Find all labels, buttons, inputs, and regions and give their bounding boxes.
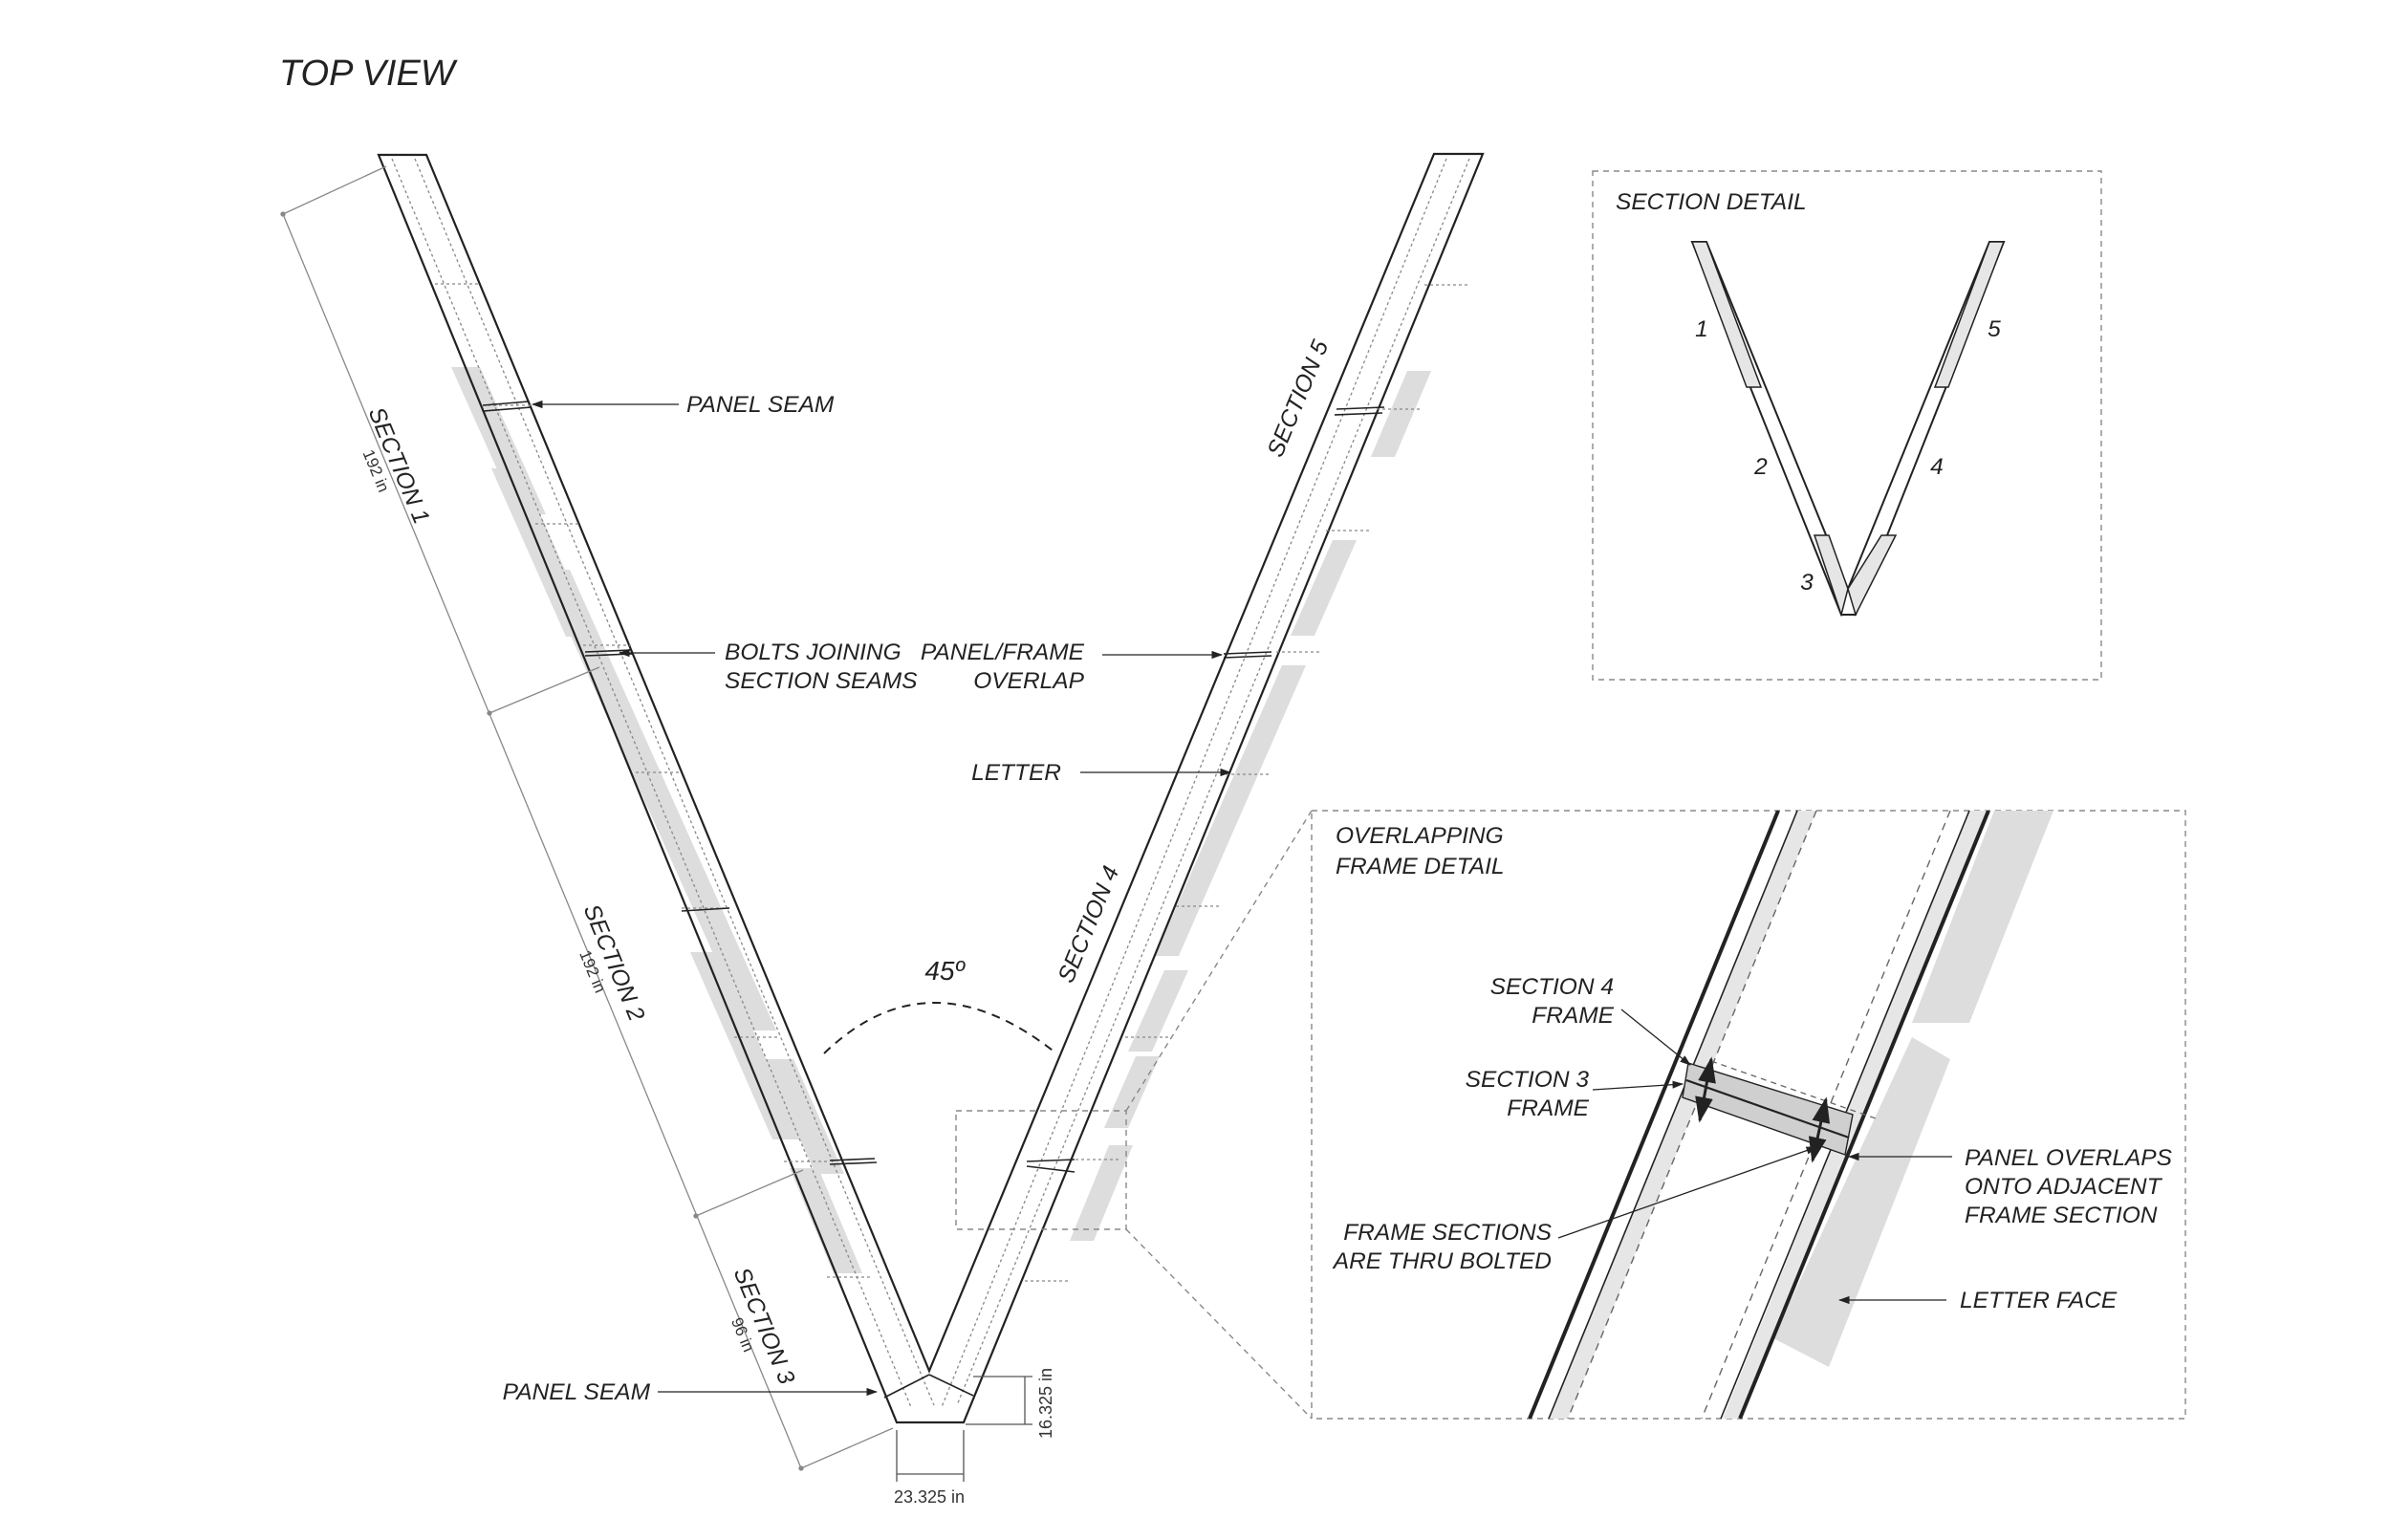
frame-inner-lines — [391, 158, 1470, 1408]
section-detail-fills — [1690, 241, 2006, 618]
detail-num-4: 4 — [1930, 454, 1944, 480]
section-detail-title: SECTION DETAIL — [1616, 189, 1807, 215]
frame-detail-overlap-2: ONTO ADJACENT — [1965, 1174, 2163, 1200]
section-5-label-group: SECTION 5 — [1263, 336, 1335, 461]
callout-bolts-line2: SECTION SEAMS — [725, 668, 918, 694]
depth-dim-label: 16.325 in — [1036, 1368, 1055, 1439]
frame-detail-leader-sec4 — [1620, 1009, 1691, 1066]
section-detail-panel: SECTION DETAIL 1 2 3 4 5 — [1592, 170, 2102, 681]
section-detail-border — [1592, 170, 2102, 681]
section-1-label-group: SECTION 1 192 in — [359, 403, 435, 528]
callout-bolts-line1: BOLTS JOINING — [725, 640, 902, 665]
frame-detail-letter-face: LETTER FACE — [1960, 1288, 2118, 1313]
frame-detail-bolted-1: FRAME SECTIONS — [1343, 1220, 1552, 1246]
panel-seams-left — [482, 401, 930, 1399]
frame-detail-title-2: FRAME DETAIL — [1336, 854, 1505, 879]
section-3-label-group: SECTION 3 96 in — [728, 1264, 799, 1388]
callout-letter: LETTER — [971, 760, 1061, 786]
main-v-drawing: SECTION 1 192 in SECTION 2 192 in SECTIO… — [280, 152, 1485, 1507]
frame-detail-panel: OVERLAPPING FRAME DETAIL SECTION 4 FRAME… — [1311, 810, 2186, 1420]
frame-detail-border — [1311, 810, 2186, 1420]
panel-seams-right — [928, 406, 1385, 1397]
dimension-lines-left — [280, 165, 894, 1471]
frame-detail-overlap-3: FRAME SECTION — [1965, 1203, 2158, 1228]
detail-num-3: 3 — [1800, 570, 1814, 596]
page-title: TOP VIEW — [279, 54, 458, 94]
frame-detail-sec4-2: FRAME — [1532, 1003, 1614, 1029]
panel-lines-left — [435, 283, 872, 1278]
width-dimension — [896, 1430, 965, 1482]
detail-num-5: 5 — [1988, 316, 2001, 342]
section-2-label-group: SECTION 2 192 in — [576, 900, 649, 1025]
callout-panel-seam-bottom: PANEL SEAM — [503, 1379, 651, 1405]
frame-detail-sec3-1: SECTION 3 — [1466, 1067, 1590, 1093]
angle-label: 45º — [924, 956, 966, 986]
frame-detail-title-1: OVERLAPPING — [1336, 823, 1504, 849]
section-detail-v — [1690, 241, 2006, 616]
frame-detail-graphic — [1528, 811, 2053, 1419]
frame-detail-bolted-2: ARE THRU BOLTED — [1332, 1248, 1552, 1274]
callout-overlap-line1: PANEL/FRAME — [921, 640, 1085, 665]
panel-lines-right — [1025, 284, 1470, 1282]
width-dim-label: 23.325 in — [894, 1487, 965, 1507]
detail-num-2: 2 — [1753, 454, 1768, 480]
depth-dimension — [966, 1376, 1032, 1425]
zoom-line-bottom — [1125, 1228, 1313, 1420]
letter-face-left — [451, 367, 862, 1273]
section-5-label: SECTION 5 — [1263, 336, 1335, 461]
frame-detail-leader-sec3 — [1592, 1080, 1684, 1091]
frame-detail-overlap-1: PANEL OVERLAPS — [1965, 1145, 2173, 1171]
callout-overlap-line2: OVERLAP — [973, 668, 1084, 694]
frame-detail-sec4-1: SECTION 4 — [1490, 974, 1614, 1000]
angle-arc — [823, 1002, 1057, 1054]
callout-panel-seam-top: PANEL SEAM — [686, 392, 835, 418]
letter-face-right — [1070, 371, 1431, 1241]
detail-num-1: 1 — [1695, 316, 1708, 342]
frame-detail-sec3-2: FRAME — [1507, 1095, 1589, 1121]
zoom-box — [955, 1110, 1127, 1230]
frame-detail-leader-bolted — [1557, 1146, 1818, 1239]
